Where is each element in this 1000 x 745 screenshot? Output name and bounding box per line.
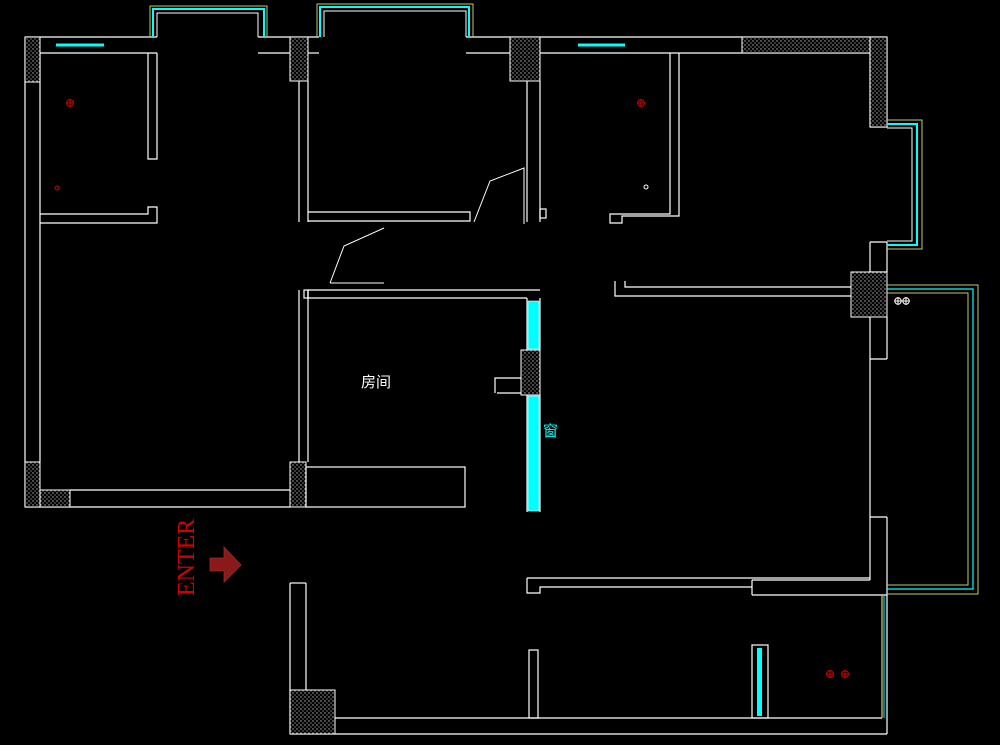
window-vertical-lower [527,395,540,512]
window-top-middle [316,3,474,37]
column [289,461,307,508]
column [289,36,309,82]
fixture-markers [54,99,849,678]
arrow-right-icon [209,545,242,583]
column [869,36,888,128]
column [850,271,888,318]
window-top-left [149,5,268,37]
socket-marker-icon [826,670,834,678]
column [39,489,71,508]
door-leaf [473,167,525,224]
socket-marker-icon [54,185,60,191]
column [741,36,888,54]
balcony-right [881,284,979,718]
column [509,36,541,82]
column [289,689,336,735]
column [24,36,41,83]
column [24,461,41,508]
socket-marker-icon [643,184,649,190]
window-label: 窗 [543,422,558,440]
window-right-upper [887,119,923,250]
socket-marker-icon [902,297,910,305]
enter-label: ENTER [174,519,200,596]
window-lower-right [757,648,762,716]
door-leaf [329,227,385,284]
door-swings [329,167,525,284]
socket-marker-icon [894,297,902,305]
windows [56,3,979,718]
room-label: 房间 [361,373,391,391]
socket-marker-icon [66,99,74,107]
wall-columns [24,36,888,735]
window-vertical-upper [527,300,540,350]
column [520,349,541,396]
interior-walls [40,53,870,719]
socket-marker-icon [637,99,645,107]
white-markers [643,184,910,305]
socket-marker-icon [841,670,849,678]
